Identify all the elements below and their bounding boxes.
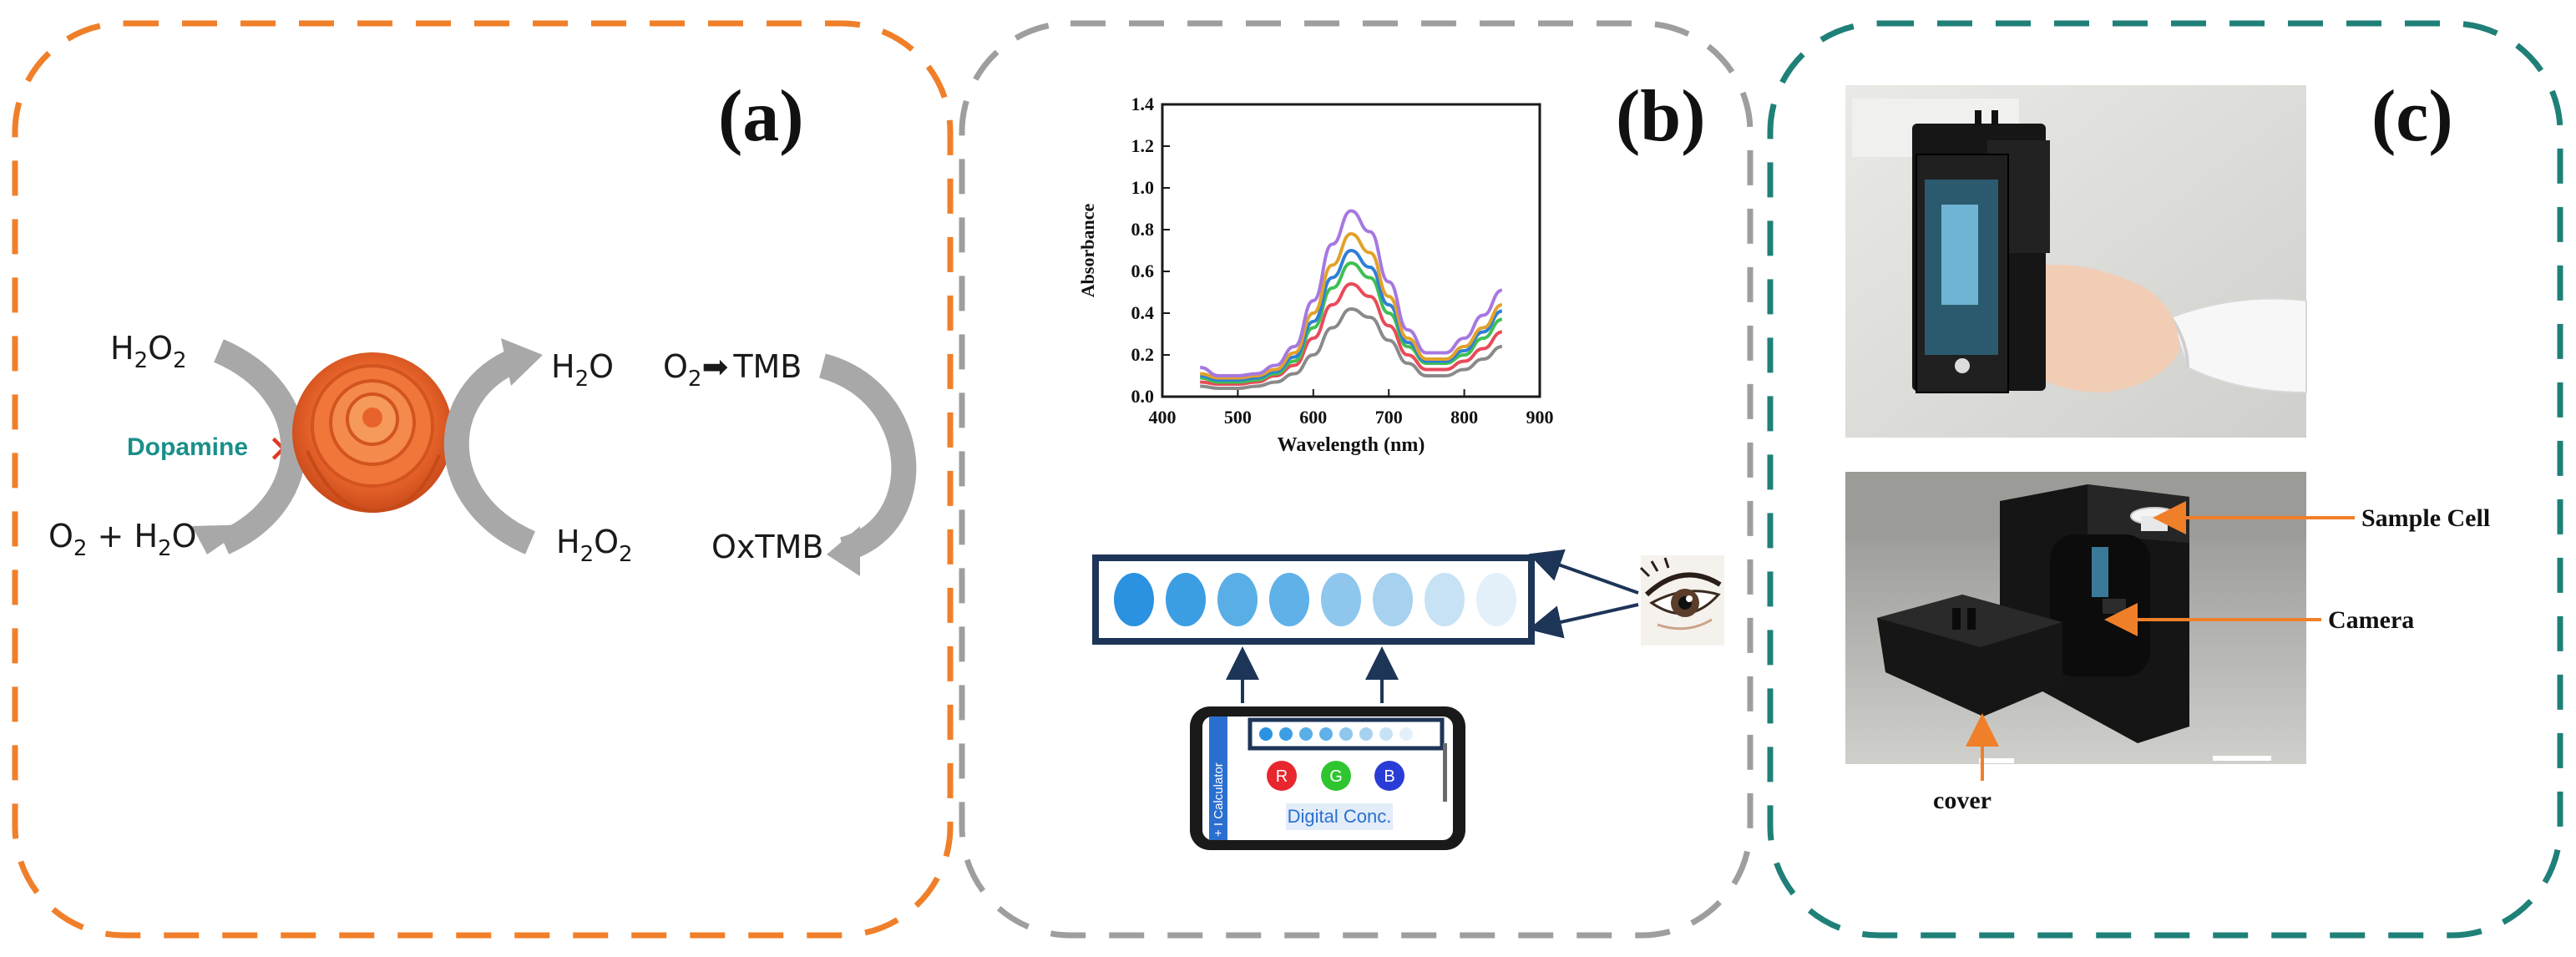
chart-x-tick-label: 900 xyxy=(1526,407,1554,428)
phone-strip-dot xyxy=(1359,727,1373,741)
phone-strip-dot xyxy=(1379,727,1393,741)
phone-strip-dot xyxy=(1319,727,1333,741)
digital-conc-button[interactable]: Digital Conc. xyxy=(1288,806,1392,827)
chart-y-axis-label: Absorbance xyxy=(1077,204,1098,298)
o2-tmb-label: O2➡TMB xyxy=(663,348,802,392)
chart-x-tick-label: 500 xyxy=(1224,407,1252,428)
color-strip-dot xyxy=(1373,573,1413,626)
absorbance-chart: 400 500 600 700 800 900 0.0 0.2 0.4 0.6 0.8 1.0 1.2 1… xyxy=(1077,94,1554,456)
chart-y-tick-label: 0.0 xyxy=(1131,386,1155,407)
b-channel-label: B xyxy=(1384,767,1394,786)
left-curve-arrow xyxy=(213,339,306,554)
g-channel-button[interactable] xyxy=(1321,761,1351,791)
camera-label: Camera xyxy=(2328,606,2414,634)
oxtmb-label: OxTMB xyxy=(711,529,823,565)
photo-handheld-device xyxy=(1845,85,2307,438)
color-strip-dot xyxy=(1321,573,1361,626)
panel-a: (a) H2O2 O2 + H2O Dopamine ✕ H2O xyxy=(12,20,954,939)
sight-line-bottom xyxy=(1528,603,1639,639)
r-channel-button[interactable] xyxy=(1267,761,1297,791)
color-strip-dot xyxy=(1269,573,1309,626)
phone-strip-dot xyxy=(1299,727,1313,741)
o2-h2o-label: O2 + H2O xyxy=(48,518,197,561)
panel-a-border xyxy=(12,20,954,939)
h2o2-right-label: H2O2 xyxy=(556,524,633,567)
r-channel-label: R xyxy=(1276,767,1288,786)
left-curve-arrowhead xyxy=(192,524,251,554)
chart-x-axis-label: Wavelength (nm) xyxy=(1278,434,1425,456)
phone-strip-dot xyxy=(1279,727,1293,741)
right-curve-arrowhead xyxy=(501,338,543,386)
dopamine-label: Dopamine xyxy=(127,433,248,461)
rgb-buttons: R G B xyxy=(1267,761,1404,791)
rose-icon xyxy=(292,352,453,514)
chart-series-line-2 xyxy=(1200,281,1503,387)
color-strip-dot xyxy=(1476,573,1516,626)
chart-series-line-6 xyxy=(1200,209,1503,378)
chart-y-tick-label: 1.2 xyxy=(1131,135,1155,156)
panel-b-label: (b) xyxy=(1616,76,1706,157)
phone-strip-dot xyxy=(1399,727,1413,741)
color-strip-dot xyxy=(1166,573,1206,626)
photo-device-parts xyxy=(1845,472,2306,764)
color-strip-dot xyxy=(1114,573,1154,626)
panel-c-label: (c) xyxy=(2371,76,2453,157)
chart-y-tick-label: 1.4 xyxy=(1131,94,1155,114)
phone-strip-dots xyxy=(1259,727,1413,741)
panel-b: (b) 400 500 600 700 800 900 0.0 0.2 0.4 0.6 0.8 1.0… xyxy=(959,20,1754,939)
chart-x-tick-label: 700 xyxy=(1375,407,1403,428)
smartphone-calculator: + I Calculator R G B Digital Conc. xyxy=(1190,706,1465,850)
chart-series-line-4 xyxy=(1200,248,1503,382)
chart-series-line-1 xyxy=(1200,306,1503,390)
chart-y-tick-label: 0.8 xyxy=(1131,219,1155,240)
phone-strip-dot xyxy=(1339,727,1353,741)
color-strip-frame xyxy=(1092,554,1535,645)
chart-series-line-3 xyxy=(1200,261,1503,384)
panel-a-label: (a) xyxy=(718,76,804,157)
chart-x-tick-label: 400 xyxy=(1149,407,1177,428)
color-strip-dot xyxy=(1425,573,1465,626)
chart-y-tick-label: 0.4 xyxy=(1131,302,1155,323)
g-channel-label: G xyxy=(1329,767,1343,786)
chart-y-tick-label: 1.0 xyxy=(1131,177,1155,198)
phone-strip-dot xyxy=(1259,727,1273,741)
chart-series-line-5 xyxy=(1200,231,1503,380)
chart-y-tick-label: 0.2 xyxy=(1131,344,1155,365)
tmb-oxidation-arrow xyxy=(818,353,917,562)
chart-x-tick-label: 600 xyxy=(1299,407,1327,428)
tmb-oxidation-arrowhead xyxy=(827,526,860,576)
calculator-app-label: + I Calculator xyxy=(1212,762,1226,837)
panel-b-border xyxy=(959,20,1754,939)
sample-cell-label: Sample Cell xyxy=(2361,504,2490,532)
eye-icon xyxy=(1639,555,1724,646)
b-channel-button[interactable] xyxy=(1374,761,1404,791)
color-strip-dot xyxy=(1217,573,1258,626)
h2o-right-label: H2O xyxy=(551,348,614,392)
panel-c: (c) xyxy=(1767,20,2563,939)
panel-c-border xyxy=(1767,20,2563,939)
cover-label: cover xyxy=(1933,787,1991,814)
h2o2-left-label: H2O2 xyxy=(110,330,187,373)
chart-x-tick-label: 800 xyxy=(1450,407,1478,428)
sight-line-top xyxy=(1528,549,1639,595)
chart-y-tick-label: 0.6 xyxy=(1131,261,1155,281)
color-strip-dots xyxy=(1114,573,1516,626)
calculator-sidebar xyxy=(1209,716,1227,840)
right-curve-arrow xyxy=(443,347,536,554)
